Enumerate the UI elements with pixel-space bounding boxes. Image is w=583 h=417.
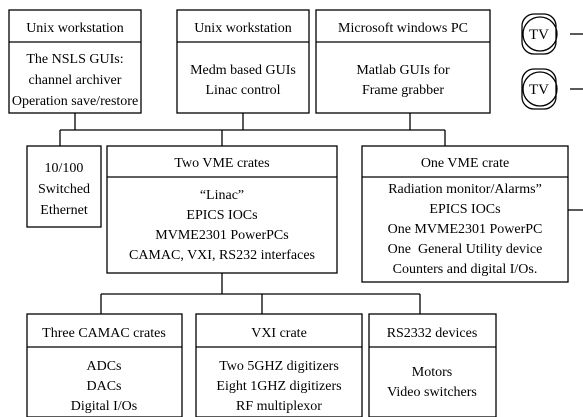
- one-vme-crate-box: [361, 145, 569, 283]
- vxi-crate-line-1: Two 5GHZ digitizers: [219, 359, 339, 374]
- camac-crates-line-1: ADCs: [86, 359, 121, 374]
- tv-monitor-2-frame: [521, 68, 557, 110]
- ethernet-box: [26, 145, 102, 228]
- ethernet-line-3: Ethernet: [40, 203, 88, 218]
- windows-pc-line-2: Frame grabber: [362, 83, 444, 98]
- tv-monitor-1-label: TV: [529, 27, 549, 43]
- unix-workstation-1-line-3: Operation save/restore: [12, 94, 138, 109]
- windows-pc-box: [315, 9, 491, 114]
- rs232-devices-line-1: Motors: [412, 365, 452, 380]
- one-vme-crate-line-2: EPICS IOCs: [429, 202, 500, 217]
- one-vme-crate-line-1: Radiation monitor/Alarms”: [388, 182, 542, 197]
- tv-monitors: TV TV: [521, 13, 558, 110]
- camac-crates-title: Three CAMAC crates: [42, 326, 166, 341]
- two-vme-crates-line-4: CAMAC, VXI, RS232 interfaces: [129, 248, 315, 263]
- one-vme-crate-title: One VME crate: [421, 156, 509, 171]
- tv-monitor-2-icon: [522, 71, 558, 107]
- vxi-crate-line-2: Eight 1GHZ digitizers: [216, 379, 341, 394]
- unix-workstation-2-box: [176, 9, 310, 114]
- unix-workstation-2-title: Unix workstation: [194, 21, 292, 36]
- ethernet-line-2: Switched: [38, 182, 90, 197]
- box-dividers: [9, 41, 568, 348]
- camac-crates-line-3: Digital I/Os: [71, 399, 138, 414]
- unix-workstation-1-box: [8, 9, 142, 114]
- camac-crates-line-2: DACs: [86, 379, 121, 394]
- tv-monitor-1-icon: [522, 16, 558, 52]
- box-frames: [8, 9, 569, 417]
- one-vme-crate-line-3: One MVME2301 PowerPC: [388, 222, 543, 237]
- rs232-devices-title: RS2332 devices: [387, 326, 478, 341]
- two-vme-crates-line-1: “Linac”: [200, 188, 244, 203]
- two-vme-crates-line-3: MVME2301 PowerPCs: [155, 228, 288, 243]
- vxi-crate-line-3: RF multiplexor: [236, 399, 322, 414]
- unix-workstation-1-line-2: channel archiver: [29, 73, 122, 88]
- two-vme-crates-title: Two VME crates: [174, 156, 269, 171]
- vxi-crate-title: VXI crate: [251, 326, 307, 341]
- two-vme-crates-box: [106, 145, 338, 274]
- unix-workstation-2-line-2: Linac control: [205, 83, 280, 98]
- ethernet-line-1: 10/100: [45, 161, 84, 176]
- one-vme-crate-line-5: Counters and digital I/Os.: [393, 262, 538, 277]
- unix-workstation-1-title: Unix workstation: [26, 21, 124, 36]
- box-texts: Unix workstation The NSLS GUIs: channel …: [12, 21, 543, 414]
- two-vme-crates-line-2: EPICS IOCs: [186, 208, 257, 223]
- vxi-crate-box: [195, 313, 363, 417]
- tv-monitor-2-label: TV: [529, 82, 549, 98]
- windows-pc-title: Microsoft windows PC: [338, 21, 468, 36]
- connectors: [59, 33, 583, 314]
- rs232-devices-box: [368, 313, 497, 417]
- windows-pc-line-1: Matlab GUIs for: [356, 63, 450, 78]
- camac-crates-box: [26, 313, 183, 417]
- unix-workstation-2-line-1: Medm based GUIs: [190, 63, 296, 78]
- unix-workstation-1-line-1: The NSLS GUIs:: [26, 52, 123, 67]
- tv-monitor-1-frame: [521, 13, 557, 55]
- one-vme-crate-line-4: One General Utility device: [388, 242, 543, 257]
- rs232-devices-line-2: Video switchers: [387, 385, 477, 400]
